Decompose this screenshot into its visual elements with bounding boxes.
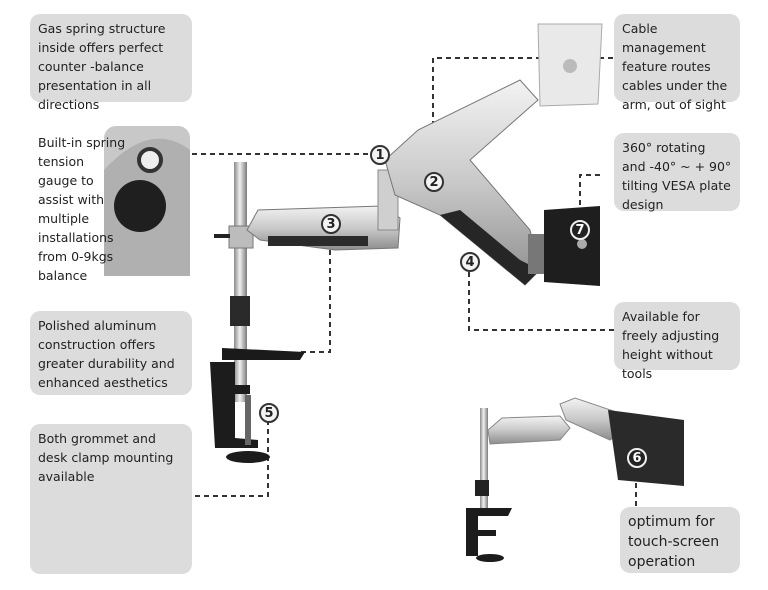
clamp-plate [222, 348, 305, 360]
callout-gas-spring: Gas spring structure inside offers perfe… [30, 14, 192, 112]
mount-pole [234, 162, 247, 402]
callout-text: Cable management feature routes cables u… [622, 21, 728, 112]
callout-text: Gas spring structure inside offers perfe… [38, 21, 166, 112]
callout-text: Both grommet and desk clamp mounting ava… [38, 431, 174, 484]
callout-text: Available for freely adjusting height wi… [622, 309, 720, 381]
callout-touch-screen: optimum for touch-screen operation [620, 507, 740, 573]
marker-2: 2 [424, 172, 444, 192]
marker-5: 5 [259, 403, 279, 423]
desk-clamp [210, 362, 258, 448]
marker-6: 6 [627, 448, 647, 468]
callout-text: optimum for touch-screen operation [628, 514, 720, 570]
callout-text: Built-in spring tension gauge to assist … [38, 135, 126, 283]
small-monitor [608, 410, 684, 486]
pole-collar [230, 296, 250, 326]
marker-1: 1 [370, 145, 390, 165]
callout-rotating: 360° rotating and -40° ~ + 90° tilting V… [614, 133, 740, 212]
callout-text: 360° rotating and -40° ~ + 90° tilting V… [622, 140, 732, 212]
marker-7: 7 [570, 220, 590, 240]
callout-text: Polished aluminum construction offers gr… [38, 318, 175, 390]
callout-height: Available for freely adjusting height wi… [614, 302, 740, 381]
marker-3: 3 [321, 214, 341, 234]
dashed-connectors [192, 57, 637, 518]
callout-aluminum: Polished aluminum construction offers gr… [30, 311, 192, 395]
marker-4: 4 [460, 252, 480, 272]
gas-spring-arm [384, 79, 541, 286]
small-mount-pole [480, 408, 488, 508]
callout-tension-gauge: Built-in spring tension gauge to assist … [30, 128, 190, 283]
vesa-plate-tilt [544, 206, 600, 286]
callout-mounting: Both grommet and desk clamp mounting ava… [30, 424, 192, 574]
callout-cable-management: Cable management feature routes cables u… [614, 14, 740, 112]
